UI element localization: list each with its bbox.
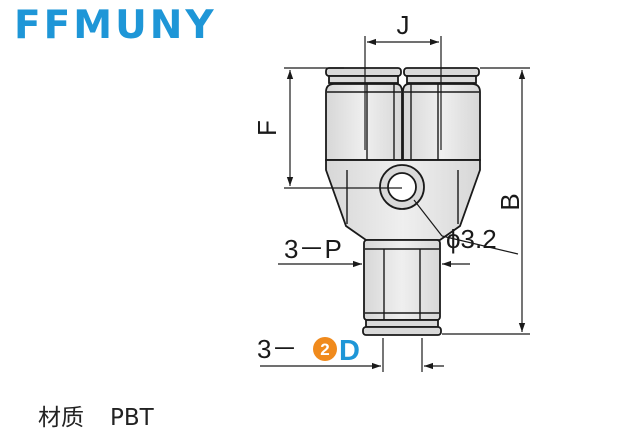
dimension-hole-label: ϕ3.2 <box>446 224 497 254</box>
dimension-d-letter: D <box>339 335 360 367</box>
material-value: PBT <box>110 405 154 431</box>
dimension-d-badge-number: 2 <box>320 340 329 359</box>
material-label: 材质 <box>38 405 84 431</box>
mounting-hole <box>379 164 443 237</box>
brand-logo: FFMUNY <box>14 3 217 48</box>
dimension-d-prefix: 3－ <box>257 334 297 364</box>
dimension-b <box>442 67 530 335</box>
dimension-p-label: 3－P <box>284 234 342 264</box>
dimension-d <box>260 338 444 372</box>
dimension-j-label: J <box>397 10 410 40</box>
fitting-body <box>325 67 481 336</box>
dimension-d-badge <box>313 337 337 361</box>
dimension-j <box>364 36 442 150</box>
dimension-f <box>284 67 402 189</box>
dimension-f-label: F <box>252 120 282 136</box>
dimension-hole <box>441 235 519 255</box>
dimension-b-label: B <box>495 193 525 210</box>
material-spec: 材质 PBT <box>38 398 180 432</box>
